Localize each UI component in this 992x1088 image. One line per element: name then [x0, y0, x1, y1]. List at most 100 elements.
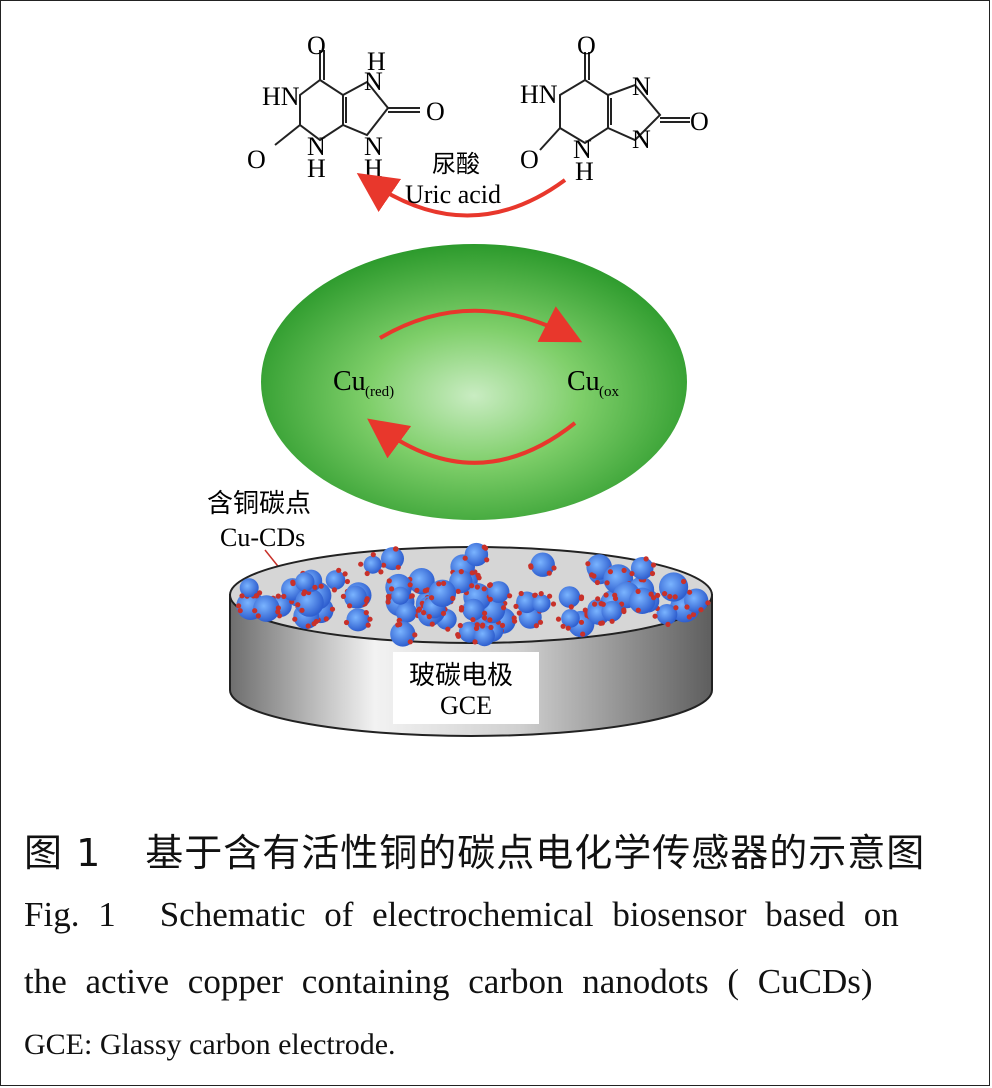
copper-site	[612, 595, 619, 602]
copper-site	[665, 621, 671, 628]
copper-site	[253, 593, 259, 599]
atom-n: N	[307, 132, 326, 161]
copper-site	[441, 580, 447, 587]
copper-site	[662, 591, 668, 597]
caption-en-text1: Schematic of electrochemical biosensor b…	[159, 895, 899, 934]
copper-site	[299, 607, 305, 613]
copper-site	[650, 562, 657, 568]
copper-site	[472, 639, 478, 645]
copper-site	[578, 619, 585, 625]
nanodot	[464, 542, 489, 567]
copper-site	[342, 571, 348, 577]
nanodot	[656, 604, 678, 625]
caption-en-number: Fig. 1	[24, 895, 116, 934]
copper-site	[551, 565, 557, 571]
nanodot	[295, 572, 315, 592]
copper-site	[592, 601, 598, 607]
nanodot	[532, 594, 551, 613]
uric-acid-label-zh: 尿酸	[432, 150, 480, 178]
copper-site	[532, 592, 538, 598]
copper-site	[455, 588, 461, 595]
copper-site	[292, 616, 298, 622]
cu-red-subscript: (red)	[365, 384, 394, 400]
copper-site	[488, 624, 494, 631]
copper-site	[440, 610, 447, 617]
copper-site	[255, 613, 261, 619]
copper-site	[426, 614, 432, 620]
uric-acid-molecule	[274, 50, 420, 146]
copper-site	[312, 584, 318, 590]
nanodot	[601, 600, 623, 622]
copper-site	[381, 562, 387, 568]
copper-site	[589, 572, 595, 578]
copper-site	[580, 631, 586, 637]
copper-site	[239, 593, 245, 599]
copper-site	[395, 564, 401, 570]
atom-n: N	[573, 135, 592, 164]
copper-site	[673, 605, 679, 611]
copper-site	[329, 606, 336, 612]
atom-h: H	[367, 47, 386, 76]
copper-site	[648, 591, 654, 597]
copper-site	[538, 591, 544, 597]
copper-site	[629, 571, 635, 577]
cu-ox-label: Cu	[567, 366, 600, 397]
caption-abbreviation-text: GCE: Glassy carbon electrode.	[24, 1028, 396, 1061]
copper-site	[290, 579, 296, 585]
copper-site	[429, 621, 435, 627]
copper-site	[281, 593, 287, 600]
atom-o: O	[247, 145, 266, 174]
nanodot	[395, 601, 417, 623]
copper-site	[594, 579, 601, 586]
copper-site	[667, 593, 673, 600]
copper-site	[604, 580, 610, 586]
copper-site	[585, 561, 591, 567]
copper-site	[397, 621, 403, 628]
copper-site	[516, 610, 522, 616]
copper-site	[343, 619, 350, 626]
copper-site	[336, 567, 342, 573]
copper-site	[252, 608, 258, 614]
nanodot	[487, 581, 510, 603]
copper-site	[421, 610, 427, 616]
caption-en-line2: the active copper containing carbon nano…	[24, 962, 873, 1002]
copper-site	[462, 555, 468, 561]
copper-site	[621, 567, 627, 574]
nanodot	[346, 608, 370, 632]
copper-site	[684, 604, 690, 610]
copper-site	[513, 603, 519, 610]
nanodot	[474, 625, 495, 647]
copper-site	[487, 596, 493, 602]
oxidation-arrow	[356, 173, 567, 218]
copper-site	[487, 617, 493, 623]
copper-site	[537, 619, 544, 625]
atom-o: O	[577, 31, 596, 60]
copper-site	[635, 607, 641, 613]
atom-o: O	[426, 97, 445, 126]
copper-site	[550, 601, 557, 607]
oxidized-uric-acid-molecule	[539, 52, 690, 151]
copper-site	[469, 570, 475, 576]
copper-site	[302, 589, 308, 595]
atom-n: N	[632, 125, 651, 154]
atom-hn: HN	[262, 82, 300, 111]
atom-h: H	[364, 154, 383, 183]
caption-abbreviation: GCE: Glassy carbon electrode.	[24, 1028, 396, 1062]
copper-site	[378, 569, 384, 575]
copper-site	[672, 594, 678, 600]
copper-site	[686, 614, 692, 620]
copper-site	[603, 592, 609, 598]
copper-site	[455, 632, 461, 638]
copper-site	[422, 588, 428, 594]
caption-zh-text: 基于含有活性铜的碳点电化学传感器的示意图	[145, 831, 926, 875]
atom-o: O	[690, 107, 709, 136]
gce-label-en: GCE	[440, 691, 492, 720]
copper-site	[275, 593, 281, 599]
redox-arrow-top	[378, 306, 583, 343]
atom-n: N	[364, 67, 383, 96]
copper-site	[482, 610, 488, 616]
copper-site	[331, 587, 337, 593]
nanodot	[428, 579, 457, 607]
cucds-sphere	[261, 244, 687, 520]
